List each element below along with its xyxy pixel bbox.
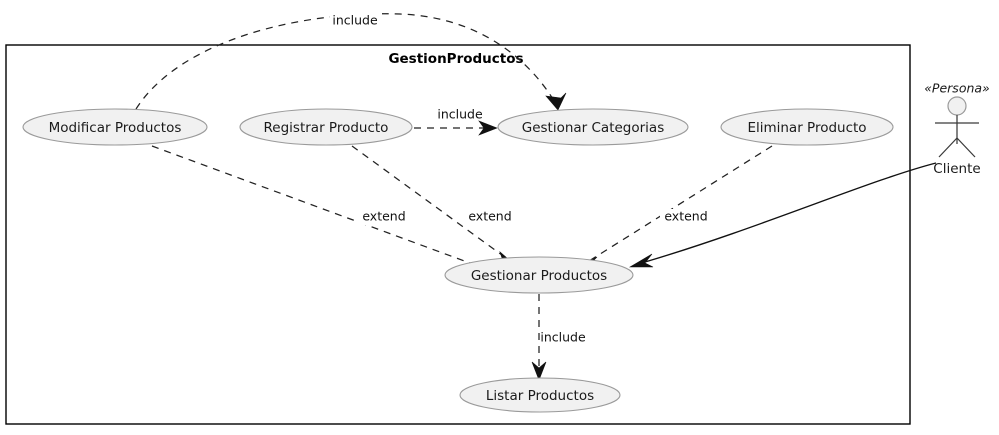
relationship-label-include-listar: include	[540, 330, 586, 345]
use-case-label-gestionar-categorias: Gestionar Categorias	[522, 120, 665, 136]
association-arrowhead-cliente	[628, 253, 654, 268]
extend-label-backing-3	[660, 209, 712, 225]
relationship-cliente-gestionar-productos	[628, 162, 937, 268]
package-title: GestionProductos	[388, 51, 523, 67]
use-case-shape[interactable]	[22, 108, 208, 146]
extend-label-backing-2	[464, 209, 516, 225]
relationship-label-extend-eliminar: extend	[664, 209, 707, 224]
relationship-label-include-top: include	[332, 13, 378, 28]
include-arc-arrowhead	[545, 92, 567, 111]
include-arc-label-backing	[330, 12, 382, 28]
use-case-shape[interactable]	[720, 108, 894, 146]
actor-cliente[interactable]: «Persona» Cliente	[924, 81, 990, 178]
extend-line-eliminar	[588, 145, 773, 262]
use-case-shape[interactable]	[444, 256, 634, 294]
relationship-registrar-include-gestionar-categorias: include	[414, 107, 498, 136]
use-case-listar-productos[interactable]: Listar Productos	[459, 377, 621, 413]
relationship-eliminar-extend-gestionar-productos: extend	[577, 145, 773, 271]
relationship-modificar-extend-gestionar-productos: extend	[151, 145, 490, 281]
relationship-gestionar-include-listar: include	[531, 294, 586, 381]
extend-label-backing-1	[358, 209, 410, 225]
actor-name-cliente: Cliente	[933, 161, 980, 177]
actor-leg-left-icon	[938, 137, 958, 158]
relationship-label-include-registrar: include	[437, 107, 483, 122]
use-case-eliminar-producto[interactable]: Eliminar Producto	[720, 108, 894, 146]
extend-line-registrar	[351, 145, 507, 259]
include-arrowhead-listar	[531, 361, 547, 381]
use-case-gestionar-categorias[interactable]: Gestionar Categorias	[497, 108, 689, 146]
include-arrowhead	[478, 120, 498, 136]
use-case-gestionar-productos[interactable]: Gestionar Productos	[444, 256, 634, 294]
use-case-label-registrar-producto: Registrar Producto	[264, 120, 389, 136]
relationship-label-extend-modificar: extend	[362, 209, 405, 224]
use-case-label-listar-productos: Listar Productos	[486, 388, 594, 404]
actor-leg-right-icon	[956, 137, 976, 158]
use-case-label-eliminar-producto: Eliminar Producto	[747, 120, 866, 136]
use-case-label-gestionar-productos: Gestionar Productos	[471, 268, 607, 284]
extend-line-modificar	[151, 145, 479, 267]
use-case-shape[interactable]	[239, 108, 413, 146]
relationship-label-extend-registrar: extend	[468, 209, 511, 224]
actor-stereotype-persona: «Persona»	[924, 81, 990, 96]
use-case-modificar-productos[interactable]: Modificar Productos	[22, 108, 208, 146]
relationship-registrar-extend-gestionar-productos: extend	[351, 145, 516, 266]
actor-head-icon	[947, 96, 967, 116]
use-case-registrar-producto[interactable]: Registrar Producto	[239, 108, 413, 146]
use-case-shape[interactable]	[497, 108, 689, 146]
relationship-modificar-include-gestionar-categorias: include	[135, 12, 567, 111]
use-case-label-modificar-productos: Modificar Productos	[49, 120, 182, 136]
include-arc-line	[135, 13, 557, 110]
use-case-shape[interactable]	[459, 377, 621, 413]
association-line-cliente	[644, 162, 937, 263]
package-frame-gestionproductos	[5, 44, 911, 425]
